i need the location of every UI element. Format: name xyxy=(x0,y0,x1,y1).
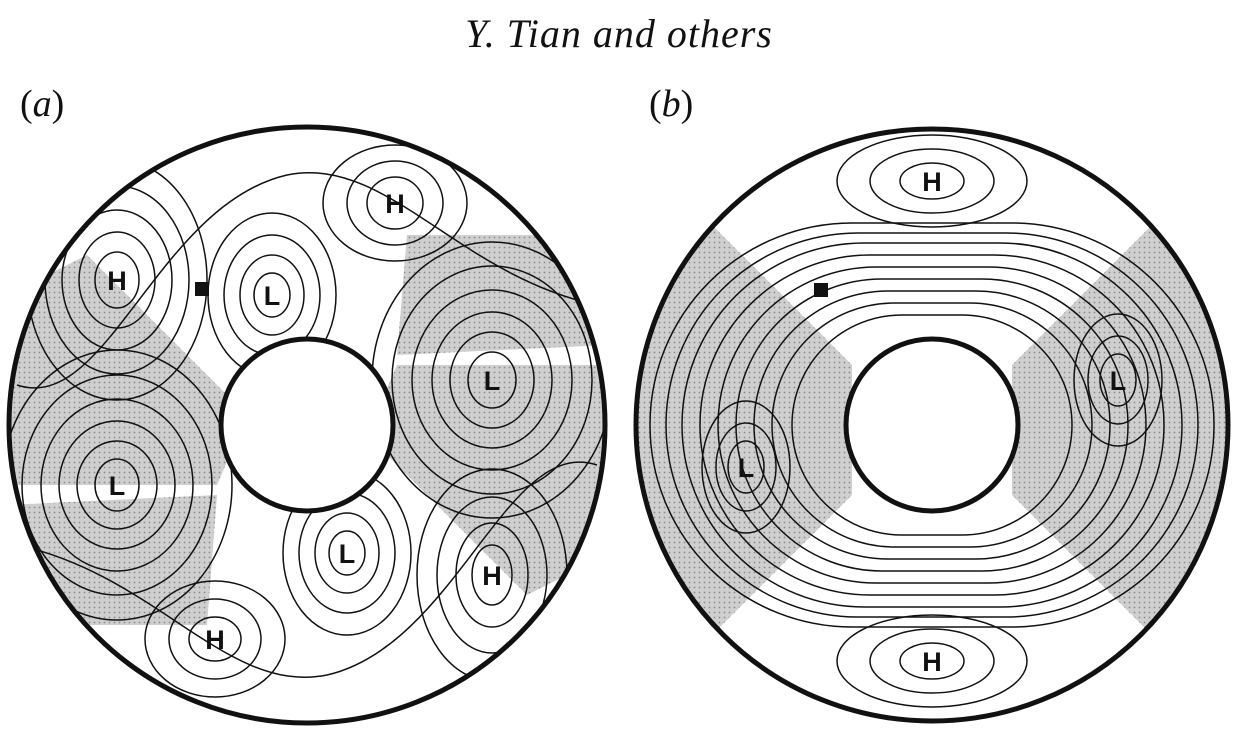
probe-marker-a xyxy=(195,282,209,296)
outer-boundary-b xyxy=(633,126,1231,724)
extremum-label: L xyxy=(109,471,126,501)
panel-label-b: (b) xyxy=(649,83,694,125)
annulus-plot-b: H L L H xyxy=(633,126,1231,724)
extremum-label: L xyxy=(264,281,281,311)
extremum-label: H xyxy=(922,647,942,677)
contour-lines-b xyxy=(649,134,1215,708)
extremum-label: H xyxy=(205,625,225,655)
panel-label-a: (a) xyxy=(20,83,65,125)
shaded-regions-b xyxy=(636,215,1228,645)
extremum-label: L xyxy=(738,453,755,483)
probe-marker-b xyxy=(814,283,828,297)
running-head: Y. Tian and others xyxy=(465,11,773,56)
extrema-labels-b: H L L H xyxy=(738,167,1127,677)
inner-cylinder-b xyxy=(843,336,1021,514)
extrema-labels-a: H H L L L L H H xyxy=(107,189,502,655)
inner-cylinder-a xyxy=(218,336,396,514)
outer-boundary-a xyxy=(6,124,608,726)
extremum-label: L xyxy=(484,366,501,396)
extremum-label: H xyxy=(385,189,405,219)
extremum-label: L xyxy=(1110,366,1127,396)
annulus-plot-a: H H L L L L H H xyxy=(6,124,608,726)
extremum-label: H xyxy=(107,266,127,296)
extremum-label: H xyxy=(482,561,502,591)
extremum-label: L xyxy=(339,539,356,569)
extremum-label: H xyxy=(922,167,942,197)
